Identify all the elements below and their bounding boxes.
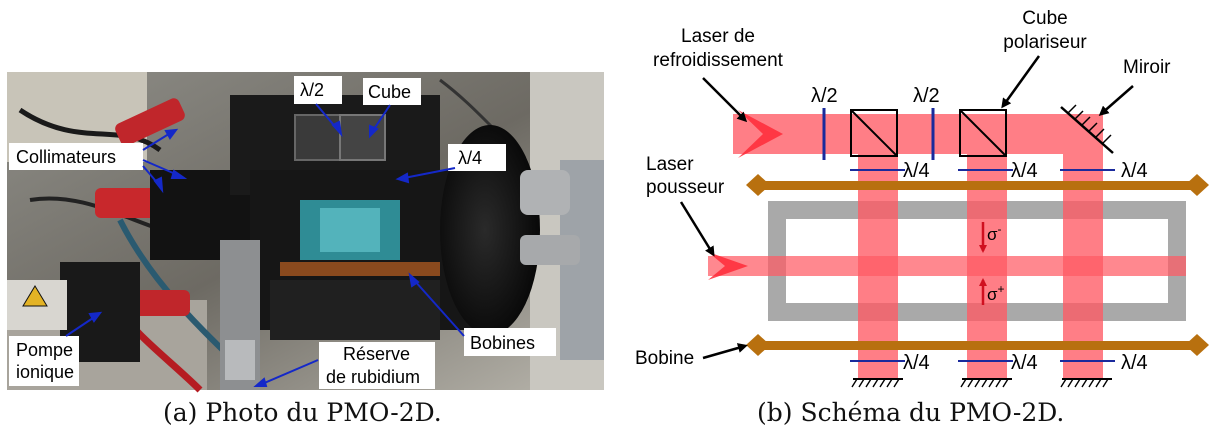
cooling-beams — [733, 114, 1103, 379]
svg-text:λ/2: λ/2 — [300, 80, 324, 100]
label-lambda2-2: λ/2 — [913, 85, 940, 107]
svg-text:refroidissement: refroidissement — [653, 50, 784, 71]
pusher-beam — [708, 256, 1186, 276]
label-lambda4-photo: λ/4 — [448, 144, 506, 171]
svg-text:Laser: Laser — [646, 154, 694, 175]
mirror — [1060, 104, 1114, 154]
svg-text:λ/4: λ/4 — [1011, 160, 1038, 182]
svg-text:λ/4: λ/4 — [1011, 352, 1038, 374]
svg-text:λ/4: λ/4 — [1121, 352, 1148, 374]
svg-text:Bobines: Bobines — [470, 333, 535, 353]
svg-text:Cube: Cube — [368, 82, 411, 102]
svg-text:Collimateurs: Collimateurs — [16, 147, 116, 167]
svg-text:ionique: ionique — [16, 362, 74, 382]
schema-caption: (b) Schéma du PMO-2D. — [757, 398, 1065, 427]
svg-text:de rubidium: de rubidium — [326, 367, 420, 387]
svg-text:pousseur: pousseur — [646, 177, 725, 198]
svg-text:polariseur: polariseur — [1003, 32, 1087, 53]
photo-panel: Collimateurs λ/2 Cube λ/4 Pompe ionique … — [7, 72, 604, 393]
label-lambda2-photo: λ/2 — [294, 76, 342, 104]
label-laser-pousseur: Laser pousseur — [646, 154, 725, 198]
polarizing-cube-2 — [959, 109, 1007, 157]
label-cube-polariseur: Cube polariseur — [1003, 8, 1087, 53]
label-miroir: Miroir — [1123, 57, 1171, 78]
svg-text:λ/4: λ/4 — [458, 148, 482, 168]
svg-text:λ/4: λ/4 — [903, 352, 930, 374]
labels-lambda4: λ/4 λ/4 λ/4 λ/4 λ/4 λ/4 — [903, 160, 1148, 374]
label-sigma-plus: σ+ — [987, 282, 1005, 304]
polarizing-cube-1 — [850, 109, 898, 157]
coil-bottom — [746, 334, 1209, 356]
retro-mirrors — [851, 378, 1112, 388]
photo-arrows — [65, 103, 465, 387]
label-bobines-photo: Bobines — [464, 328, 556, 356]
svg-text:λ/4: λ/4 — [1121, 160, 1148, 182]
svg-text:Cube: Cube — [1022, 8, 1067, 29]
svg-text:λ/4: λ/4 — [903, 160, 930, 182]
svg-text:Réserve: Réserve — [343, 344, 410, 364]
label-laser-refroidissement: Laser de refroidissement — [653, 26, 784, 71]
label-sigma-minus: σ- — [987, 222, 1002, 244]
label-cube-photo: Cube — [363, 78, 421, 105]
label-pompe: Pompe ionique — [9, 336, 79, 386]
label-lambda2-1: λ/2 — [811, 85, 838, 107]
schema-panel: λ/2 λ/2 λ/4 λ/4 λ/4 λ/4 λ/4 λ/4 — [635, 8, 1209, 388]
svg-text:Laser de: Laser de — [681, 26, 755, 47]
coil-top — [746, 174, 1209, 196]
label-collimateurs: Collimateurs — [9, 143, 143, 170]
pusher-laser-tip — [708, 252, 748, 280]
label-bobine: Bobine — [635, 348, 694, 369]
cooling-laser-tip — [738, 110, 783, 158]
schema-arrows — [679, 55, 1134, 360]
photo-caption: (a) Photo du PMO-2D. — [163, 398, 442, 427]
svg-text:Pompe: Pompe — [16, 340, 73, 360]
label-reserve: Réserve de rubidium — [319, 342, 435, 389]
